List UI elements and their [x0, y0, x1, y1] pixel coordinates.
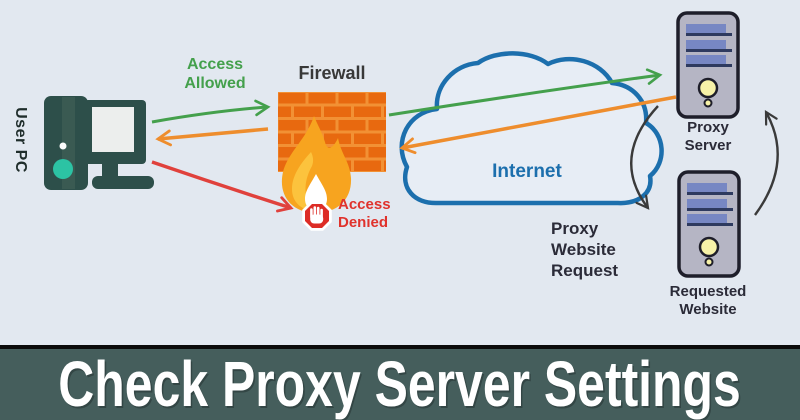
stop-hand-icon — [302, 201, 332, 231]
response-arrow-1 — [399, 95, 677, 155]
access-allowed-arrow-2 — [388, 68, 663, 117]
proxy-website-request-label: Proxy Website Request — [551, 218, 618, 281]
website-to-proxy-curve-arrow — [754, 109, 779, 216]
access-denied-label: Access Denied — [338, 196, 391, 232]
diagram-stage: User PC Access Allowed Firewall Access D… — [12, 11, 779, 319]
page-title: Check Proxy Server Settings — [58, 348, 742, 420]
proxy-request-line3: Request — [551, 261, 619, 280]
access-allowed-line1: Access — [186, 56, 244, 73]
proxy-to-website-curve-arrow — [630, 105, 659, 210]
access-denied-arrow — [151, 160, 294, 213]
desktop-pc-icon — [44, 96, 154, 190]
firewall-label: Firewall — [298, 63, 366, 83]
response-arrow-2 — [155, 127, 269, 147]
requested-website-label: Requested Website — [648, 283, 768, 319]
requested-website-line1: Requested — [669, 283, 747, 300]
proxy-server-line1: Proxy — [687, 119, 729, 136]
diagram-canvas — [44, 11, 779, 278]
user-pc-label: User PC — [12, 107, 29, 173]
proxy-server-label: Proxy Server — [658, 119, 758, 155]
access-allowed-label: Access Allowed — [165, 55, 265, 93]
requested-website-line2: Website — [679, 301, 737, 318]
access-denied-line1: Access — [338, 196, 391, 213]
proxy-request-line1: Proxy — [551, 219, 599, 238]
requested-website-icon — [677, 170, 741, 278]
proxy-request-line2: Website — [551, 240, 616, 259]
proxy-server-line2: Server — [684, 137, 732, 154]
access-allowed-line2: Allowed — [184, 75, 246, 92]
internet-label: Internet — [492, 161, 562, 182]
access-denied-line2: Denied — [338, 214, 389, 231]
proxy-server-icon — [676, 11, 740, 119]
access-allowed-arrow-1 — [151, 99, 271, 124]
title-banner: Check Proxy Server Settings — [0, 345, 800, 420]
